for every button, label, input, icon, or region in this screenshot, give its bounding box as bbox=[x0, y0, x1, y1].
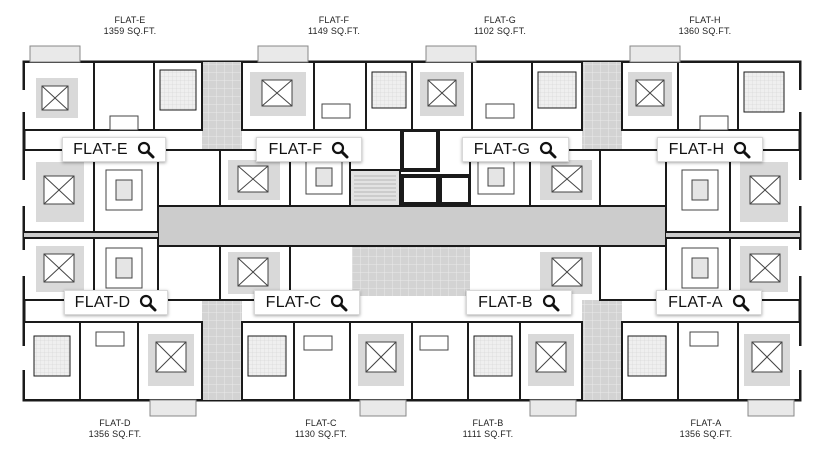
magnifier-icon bbox=[332, 141, 349, 158]
magnifier-icon bbox=[732, 294, 750, 311]
corridor-arm bbox=[24, 232, 158, 238]
caption-flat-area: 1356 SQ.FT. bbox=[88, 429, 142, 439]
flat-g-button[interactable]: FLAT-G bbox=[462, 137, 569, 162]
caption-flat-area: 1149 SQ.FT. bbox=[307, 26, 361, 36]
magnifier-icon bbox=[734, 141, 751, 158]
flat-c-button[interactable]: FLAT-C bbox=[254, 290, 360, 315]
caption-flat-b: FLAT-B 1111 SQ.FT. bbox=[413, 418, 563, 440]
flat-button-label: FLAT-H bbox=[668, 140, 725, 158]
caption-flat-name: FLAT-B bbox=[472, 418, 504, 428]
light-well bbox=[352, 244, 470, 296]
caption-flat-f: FLAT-F 1149 SQ.FT. bbox=[259, 15, 409, 37]
flat-button-label: FLAT-A bbox=[668, 293, 723, 311]
flat-button-label: FLAT-F bbox=[268, 140, 323, 158]
magnifier-icon bbox=[542, 294, 560, 311]
caption-flat-name: FLAT-F bbox=[318, 15, 350, 25]
caption-flat-area: 1130 SQ.FT. bbox=[294, 429, 348, 439]
caption-flat-name: FLAT-G bbox=[483, 15, 517, 25]
lift-shaft bbox=[400, 128, 440, 172]
light-well bbox=[582, 300, 622, 400]
magnifier-icon bbox=[540, 141, 557, 158]
caption-flat-name: FLAT-E bbox=[114, 15, 146, 25]
flat-button-label: FLAT-G bbox=[473, 140, 531, 158]
caption-flat-g: FLAT-G 1102 SQ.FT. bbox=[425, 15, 575, 37]
flat-d-button[interactable]: FLAT-D bbox=[64, 290, 168, 315]
corridor-arm bbox=[666, 232, 800, 238]
caption-flat-name: FLAT-D bbox=[99, 418, 131, 428]
caption-flat-h: FLAT-H 1360 SQ.FT. bbox=[630, 15, 780, 37]
caption-flat-area: 1111 SQ.FT. bbox=[462, 429, 514, 439]
flat-h-button[interactable]: FLAT-H bbox=[657, 137, 763, 162]
flat-button-label: FLAT-B bbox=[478, 293, 533, 311]
flat-a-button[interactable]: FLAT-A bbox=[656, 290, 762, 315]
flat-f-button[interactable]: FLAT-F bbox=[256, 137, 362, 162]
caption-flat-area: 1356 SQ.FT. bbox=[679, 429, 733, 439]
caption-flat-area: 1360 SQ.FT. bbox=[678, 26, 732, 36]
magnifier-icon bbox=[137, 141, 155, 158]
caption-flat-name: FLAT-H bbox=[689, 15, 721, 25]
caption-flat-name: FLAT-A bbox=[690, 418, 722, 428]
light-well bbox=[582, 62, 622, 152]
caption-flat-e: FLAT-E 1359 SQ.FT. bbox=[55, 15, 205, 37]
flat-button-label: FLAT-E bbox=[73, 140, 128, 158]
caption-flat-a: FLAT-A 1356 SQ.FT. bbox=[631, 418, 781, 440]
lift-shaft bbox=[400, 174, 440, 206]
flat-button-label: FLAT-C bbox=[265, 293, 322, 311]
flat-b-button[interactable]: FLAT-B bbox=[466, 290, 572, 315]
caption-flat-area: 1102 SQ.FT. bbox=[473, 26, 527, 36]
magnifier-icon bbox=[331, 294, 348, 311]
caption-flat-area: 1359 SQ.FT. bbox=[103, 26, 157, 36]
caption-flat-name: FLAT-C bbox=[305, 418, 337, 428]
caption-flat-d: FLAT-D 1356 SQ.FT. bbox=[40, 418, 190, 440]
corridor bbox=[157, 205, 667, 247]
magnifier-icon bbox=[140, 294, 157, 311]
light-well bbox=[202, 300, 242, 400]
flat-e-button[interactable]: FLAT-E bbox=[62, 137, 166, 162]
caption-flat-c: FLAT-C 1130 SQ.FT. bbox=[246, 418, 396, 440]
light-well bbox=[202, 62, 242, 152]
flat-button-label: FLAT-D bbox=[74, 293, 131, 311]
lift-shaft bbox=[438, 174, 472, 206]
